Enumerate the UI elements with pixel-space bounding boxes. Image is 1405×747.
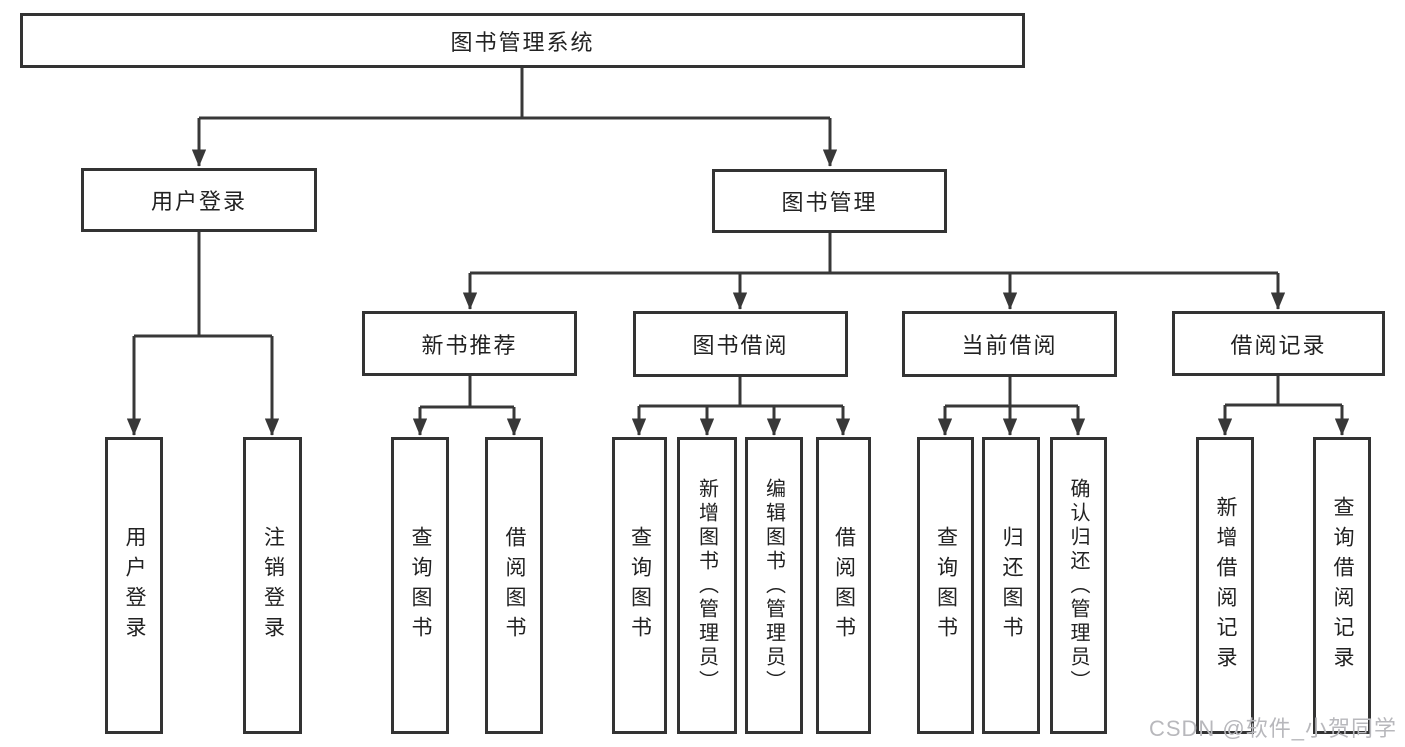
node-label: 用户登录 [150,189,247,214]
node-label: 新书推荐 [421,332,518,358]
node-recommend-borrow-books: 借阅图书 [485,437,543,734]
node-login: 用户登录 [105,437,163,734]
node-label: 借阅图书 [832,525,856,646]
node-borrowing-records: 借阅记录 [1172,311,1385,376]
node-current-return-books: 归还图书 [982,437,1040,734]
connector-trunks [134,68,1342,409]
node-current-confirm-return-admin: 确认归还（管理员） [1050,437,1107,734]
node-recommend-query-books: 查询图书 [391,437,449,734]
node-library-system: 图书管理系统 [20,13,1025,68]
node-borrowing-query-books: 查询图书 [612,437,667,734]
node-label: 新增图书（管理员） [695,477,718,694]
node-label: 图书借阅 [692,333,789,358]
node-label: 确认归还（管理员） [1067,477,1089,694]
node-label: 查询图书 [628,525,652,646]
node-new-book-recommendation: 新书推荐 [362,311,577,376]
node-borrowing-edit-books-admin: 编辑图书（管理员） [745,437,803,734]
node-label: 查询图书 [409,525,432,646]
csdn-watermark: CSDN @软件_小贺同学 [1148,716,1397,741]
node-records-add-record: 新增借阅记录 [1196,437,1254,734]
node-logout: 注销登录 [243,437,302,734]
node-label: 注销登录 [261,525,285,646]
node-label: 图书管理 [781,190,878,215]
node-records-query-record: 查询借阅记录 [1313,437,1371,734]
node-current-query-books: 查询图书 [917,437,974,734]
node-label: 借阅图书 [503,525,526,646]
node-borrowing-borrow-books: 借阅图书 [816,437,871,734]
node-label: 查询图书 [934,525,958,646]
node-current-borrowing: 当前借阅 [902,311,1117,377]
node-label: 查询借阅记录 [1331,495,1354,676]
node-book-management: 图书管理 [712,169,947,233]
node-label: 用户登录 [123,525,146,646]
node-user-login: 用户登录 [81,168,317,232]
node-label: 图书管理系统 [450,29,595,55]
node-label: 新增借阅记录 [1214,495,1237,676]
node-borrowing-add-books-admin: 新增图书（管理员） [677,437,737,734]
node-book-borrowing: 图书借阅 [633,311,848,377]
node-label: 借阅记录 [1230,332,1327,358]
node-label: 当前借阅 [961,333,1058,358]
node-label: 归还图书 [1000,525,1023,646]
node-label: 编辑图书（管理员） [762,477,785,694]
